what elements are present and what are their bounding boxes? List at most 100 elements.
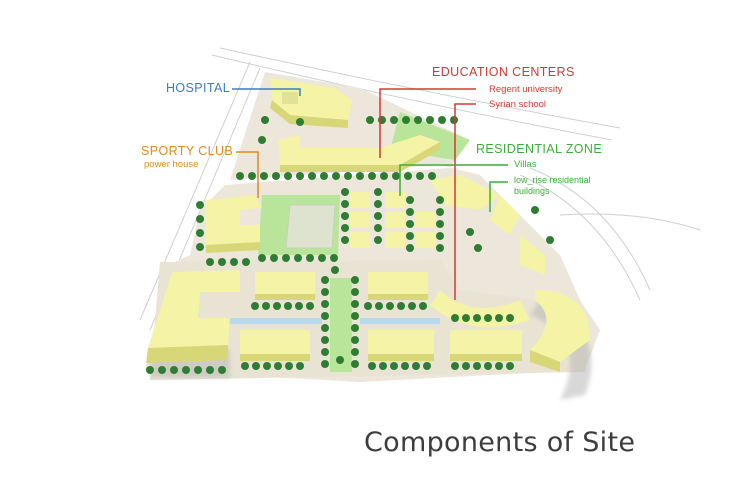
tree — [236, 172, 244, 180]
tree — [263, 362, 271, 370]
tree — [321, 276, 329, 284]
tree — [196, 243, 204, 251]
tree — [321, 288, 329, 296]
tree — [146, 366, 154, 374]
tree — [218, 258, 226, 266]
tree — [241, 362, 249, 370]
tree — [170, 366, 178, 374]
tree — [272, 172, 280, 180]
tree — [374, 188, 382, 196]
tree — [294, 254, 302, 262]
tree — [318, 254, 326, 262]
tree — [436, 208, 444, 216]
education-centers-label: EDUCATION CENTERS — [432, 65, 575, 79]
tree — [251, 302, 259, 310]
tree — [379, 362, 387, 370]
tree — [206, 366, 214, 374]
tree — [270, 254, 278, 262]
tree — [473, 362, 481, 370]
tree — [436, 232, 444, 240]
tree — [306, 302, 314, 310]
tree — [282, 254, 290, 262]
tree — [380, 172, 388, 180]
tree — [321, 360, 329, 368]
tree — [182, 366, 190, 374]
tree — [321, 324, 329, 332]
tree — [351, 336, 359, 344]
tree — [397, 302, 405, 310]
low-rise-label-line2: buildings — [514, 186, 550, 196]
regent-university-label: Regent university — [489, 84, 563, 95]
tree — [341, 236, 349, 244]
villas-leader — [399, 164, 508, 196]
tree — [258, 254, 266, 262]
tree — [274, 362, 282, 370]
small-blocks — [350, 192, 435, 248]
tree — [351, 312, 359, 320]
tree — [406, 244, 414, 252]
sporty-club-label: SPORTY CLUB — [141, 144, 234, 158]
tree — [406, 232, 414, 240]
tree — [368, 172, 376, 180]
tree — [321, 312, 329, 320]
tree — [466, 228, 474, 236]
tree — [336, 356, 344, 364]
tree — [366, 116, 374, 124]
hospital-leader — [232, 88, 301, 96]
villas-label: Villas — [514, 159, 537, 170]
tree — [194, 366, 202, 374]
tree — [436, 244, 444, 252]
tree — [364, 302, 372, 310]
tree — [374, 236, 382, 244]
trees — [146, 116, 554, 374]
syrian-school-label: Syrian school — [489, 99, 547, 110]
tree — [374, 212, 382, 220]
tree — [419, 302, 427, 310]
tree — [158, 366, 166, 374]
lowrise-leader — [489, 181, 508, 212]
tree — [351, 300, 359, 308]
lower-blocks — [146, 270, 522, 363]
tree — [320, 172, 328, 180]
tree — [368, 362, 376, 370]
tree — [462, 362, 470, 370]
tree — [375, 302, 383, 310]
tree — [374, 224, 382, 232]
tree — [428, 172, 436, 180]
tree — [285, 362, 293, 370]
tree — [406, 208, 414, 216]
hospital-label: HOSPITAL — [166, 81, 231, 95]
tree — [252, 362, 260, 370]
tree — [351, 288, 359, 296]
tree — [330, 254, 338, 262]
tree — [392, 172, 400, 180]
tree — [436, 220, 444, 228]
tree — [351, 348, 359, 356]
tree — [356, 172, 364, 180]
power-house-building — [205, 195, 262, 253]
tree — [386, 302, 394, 310]
tree — [341, 212, 349, 220]
tree — [321, 348, 329, 356]
tree — [230, 258, 238, 266]
residential-zone-label: RESIDENTIAL ZONE — [476, 142, 603, 156]
sporty-leader — [236, 151, 259, 198]
water-channels — [218, 318, 440, 324]
tree — [344, 172, 352, 180]
tree — [506, 362, 514, 370]
tree — [484, 362, 492, 370]
tree — [438, 116, 446, 124]
tree — [308, 172, 316, 180]
tree — [506, 314, 514, 322]
tree — [351, 324, 359, 332]
university-building — [278, 135, 440, 172]
tree — [351, 360, 359, 368]
tree — [242, 258, 250, 266]
tree — [412, 362, 420, 370]
tree — [260, 172, 268, 180]
tree — [218, 366, 226, 374]
tree — [495, 362, 503, 370]
tree — [426, 116, 434, 124]
tree — [462, 314, 470, 322]
tree — [436, 196, 444, 204]
